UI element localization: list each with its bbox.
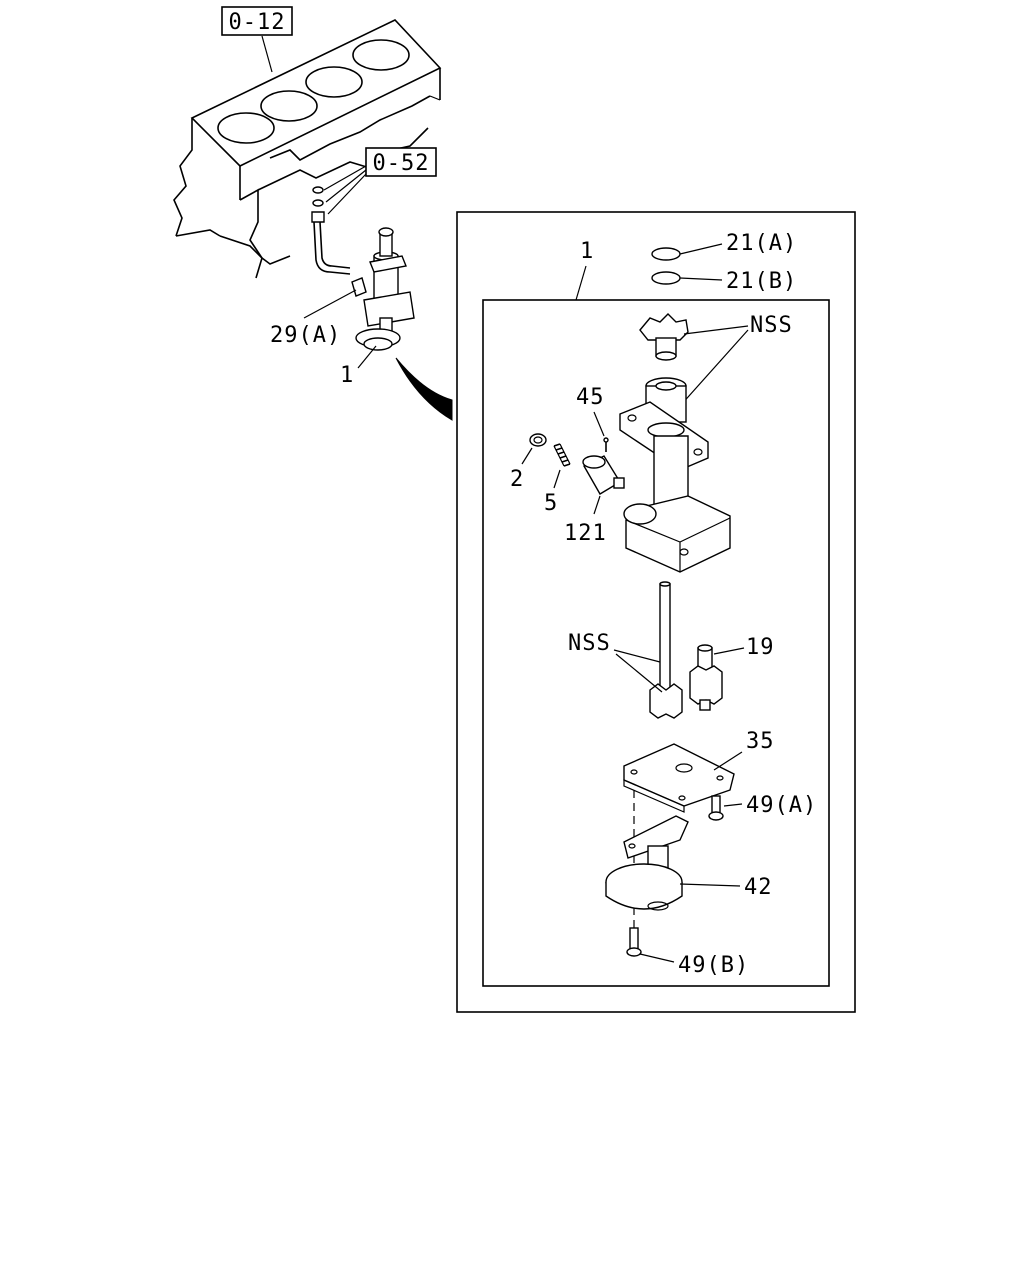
callout-1-assembly: 1	[580, 239, 594, 264]
o-ring-21b	[651, 271, 681, 285]
callout-49b: 49(B)	[678, 953, 749, 978]
oil-line-reference[interactable]: 0-52	[365, 147, 437, 177]
callout-45: 45	[576, 385, 605, 410]
o-ring-21a	[651, 247, 681, 261]
callout-5: 5	[544, 491, 558, 516]
callout-1-overview: 1	[340, 363, 354, 388]
drive-shaft	[649, 581, 683, 719]
detail-pointer	[395, 357, 453, 421]
engine-block-drawing	[173, 19, 442, 279]
bolt-49a	[708, 795, 724, 821]
oil-pump-overview	[351, 227, 415, 351]
plug-2	[529, 433, 547, 447]
callout-42: 42	[744, 875, 773, 900]
callout-21a: 21(A)	[726, 231, 797, 256]
idler-gear-19	[689, 644, 723, 711]
callout-49a: 49(A)	[746, 793, 817, 818]
callout-35: 35	[746, 729, 775, 754]
callout-2: 2	[510, 467, 524, 492]
engine-block-ref-label: 0-12	[229, 10, 286, 35]
callout-nss-top: NSS	[750, 313, 793, 338]
oil-feed-pipe	[311, 186, 351, 275]
bolt-49b	[626, 927, 642, 957]
callout-19: 19	[746, 635, 775, 660]
pump-cover-35	[623, 743, 735, 813]
callout-121: 121	[564, 521, 607, 546]
callout-nss-mid: NSS	[568, 631, 611, 656]
kit-outer-frame	[456, 211, 856, 1013]
engine-block-reference[interactable]: 0-12	[221, 6, 293, 36]
callout-21b: 21(B)	[726, 269, 797, 294]
relief-valve-121	[582, 455, 625, 495]
callout-29a: 29(A)	[270, 323, 341, 348]
oil-strainer-42	[605, 815, 689, 911]
oil-pump-body	[619, 377, 731, 573]
spring-5	[553, 443, 571, 467]
pump-assembly-frame	[482, 299, 830, 987]
oil-line-ref-label: 0-52	[373, 151, 430, 176]
drive-gear-top	[639, 313, 689, 361]
